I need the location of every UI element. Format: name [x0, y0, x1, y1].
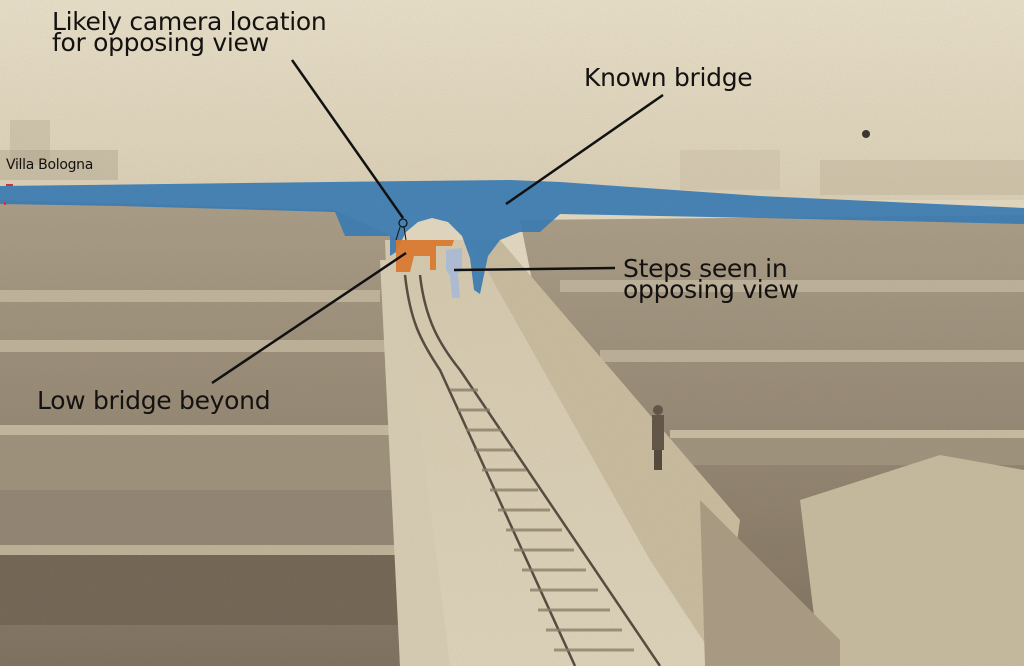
known-bridge-label: Known bridge: [584, 63, 753, 92]
low-bridge-overlay: [396, 240, 454, 272]
steps-line2: opposing view: [623, 275, 799, 304]
leader-camera: [290, 59, 405, 219]
camera-marker: [398, 218, 408, 228]
steps-line1: Steps seen in: [623, 254, 788, 283]
villa-label-background: [0, 150, 118, 180]
villa-bologna-label: Villa Bologna: [6, 157, 94, 173]
steps-overlay: [446, 248, 462, 298]
leader-steps: [453, 266, 616, 272]
camera-location-line1: Likely camera location: [52, 7, 327, 36]
red-mark: [6, 184, 13, 186]
low-bridge-label: Low bridge beyond: [37, 386, 271, 415]
leader-known-bridge: [505, 93, 664, 206]
camera-location-line2: for opposing view: [52, 28, 269, 57]
red-mark: [4, 202, 6, 205]
known-bridge-overlay: [0, 180, 1024, 294]
leader-low-bridge: [211, 251, 407, 385]
steps-label: Steps seen in opposing view: [623, 254, 799, 304]
camera-location-label: Likely camera location for opposing view: [52, 7, 327, 57]
